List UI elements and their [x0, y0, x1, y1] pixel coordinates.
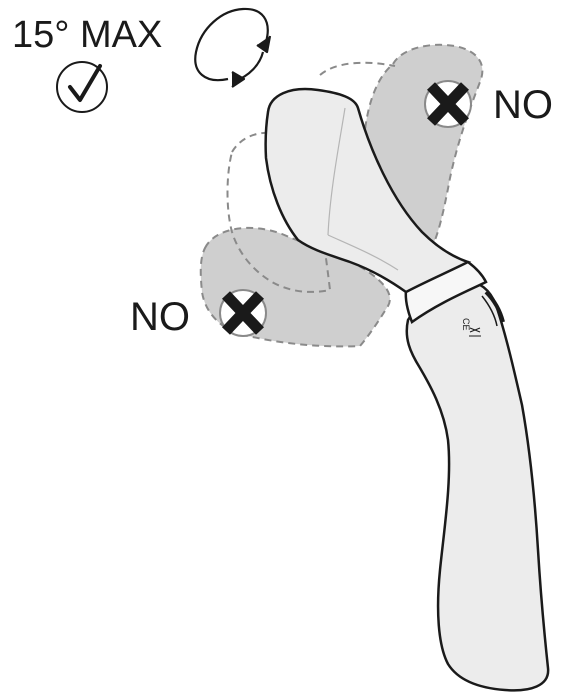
rotation-arrow-icon — [195, 9, 270, 87]
x-circle-icon-left — [220, 290, 266, 336]
x-circle-icon-right — [425, 81, 471, 127]
check-circle-icon — [57, 62, 107, 112]
max-rotation-label: 15° MAX — [12, 14, 162, 56]
no-label-left: NO — [130, 295, 190, 339]
svg-text:CE: CE — [461, 318, 471, 331]
device-handle — [407, 282, 548, 691]
no-label-right: NO — [493, 83, 553, 127]
